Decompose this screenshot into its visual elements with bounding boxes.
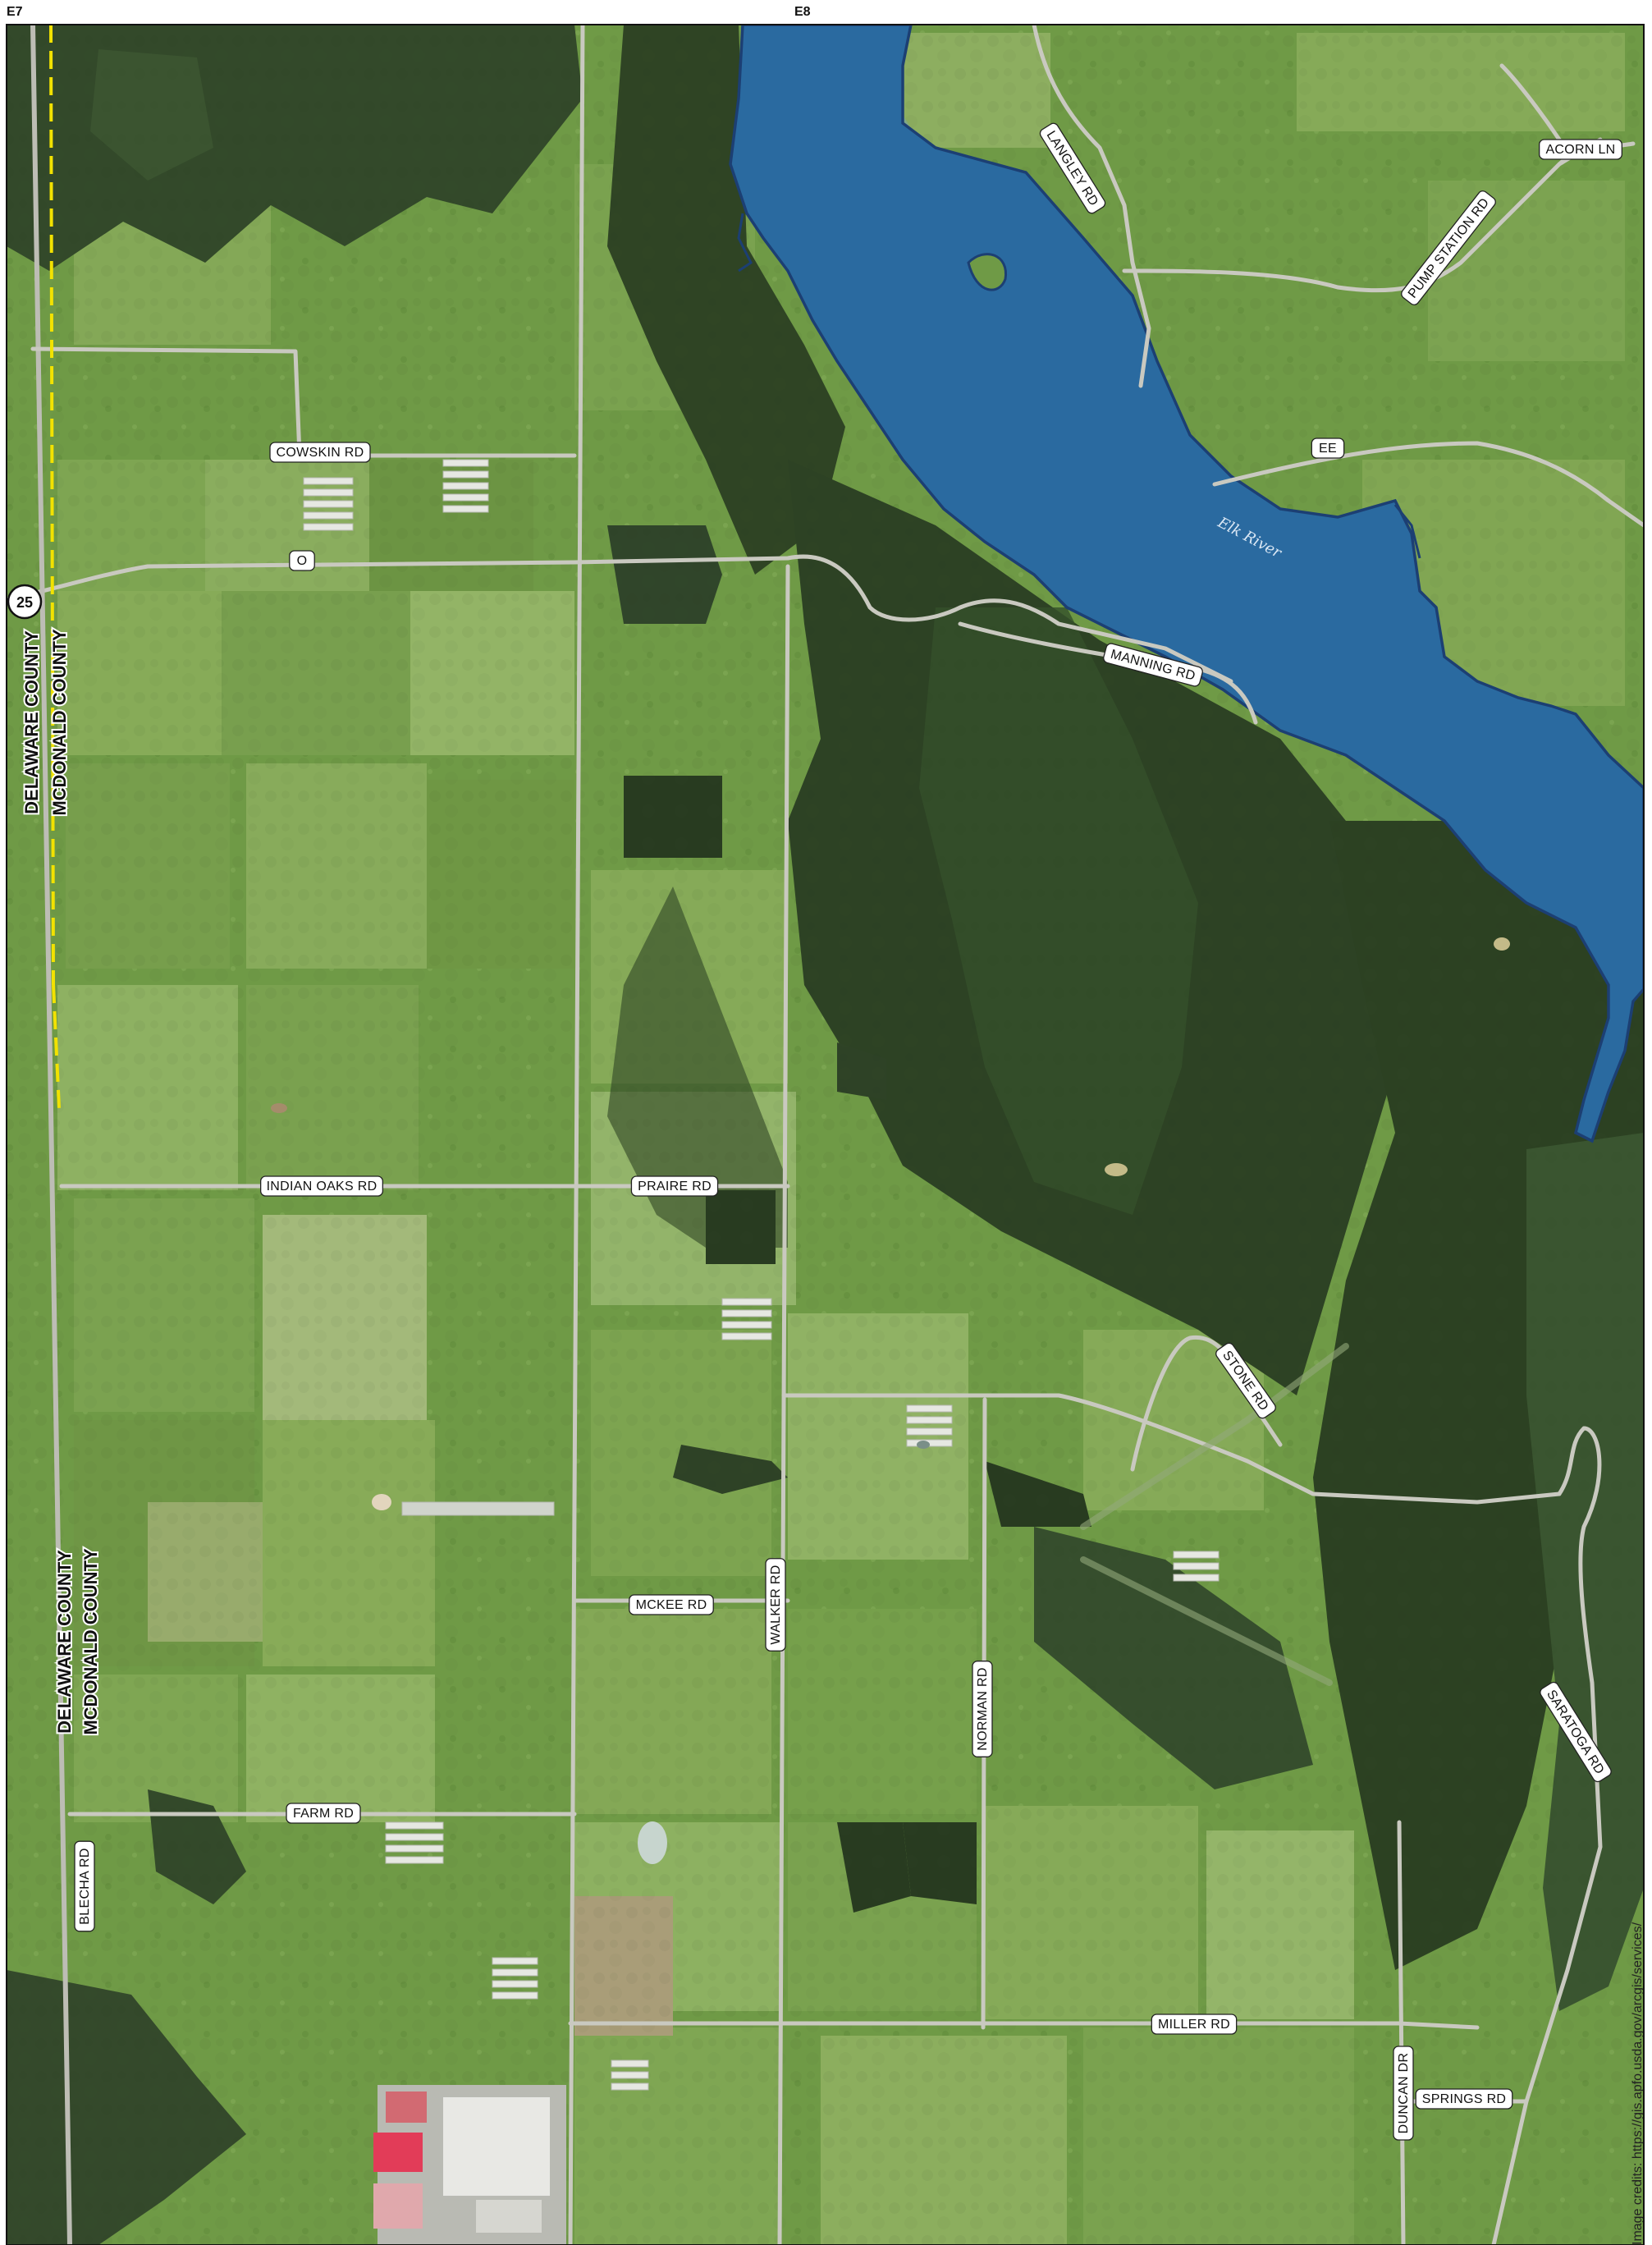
county-labels-lower: DELAWARE COUNTY MCDONALD COUNTY (53, 1546, 103, 1737)
svg-text:MILLER RD: MILLER RD (1158, 2018, 1230, 2032)
road-label-farm: FARM RD (286, 1803, 361, 1824)
county-line-south (52, 984, 61, 1109)
road-label-mckee: MCKEE RD (629, 1594, 714, 1615)
map-border (6, 24, 1645, 2245)
road-walker (777, 564, 790, 2245)
county-label-mcdonald-lower: MCDONALD COUNTY (80, 1548, 101, 1735)
road-label-duncan: DUNCAN DR (1393, 2046, 1414, 2141)
road-label-blecha: BLECHA RD (74, 1840, 95, 1932)
roads (7, 25, 1644, 2245)
road-ne (1499, 63, 1562, 142)
svg-text:FARM RD: FARM RD (293, 1807, 354, 1821)
power-line-corridor (1080, 1343, 1349, 1530)
svg-text:INDIAN OAKS RD: INDIAN OAKS RD (267, 1180, 378, 1194)
road-label-norman: NORMAN RD (972, 1661, 993, 1757)
road-label-praire: PRAIRE RD (630, 1175, 719, 1197)
road-pump-station (1122, 137, 1603, 293)
county-label-delaware-lower: DELAWARE COUNTY (54, 1550, 75, 1734)
road-duncan (1397, 1820, 1406, 2245)
road-label-ee: EE (1311, 438, 1345, 459)
road-county-east (781, 1393, 1562, 1505)
county-line-north (49, 25, 55, 986)
road-state-25 (30, 25, 72, 2245)
svg-text:SPRINGS RD: SPRINGS RD (1422, 2092, 1507, 2106)
road-label-acorn: ACORN LN (1539, 139, 1622, 160)
road-label-walker: WALKER RD (765, 1558, 786, 1652)
road-cowskin-west (30, 346, 302, 458)
svg-text:DUNCAN DR: DUNCAN DR (1397, 2053, 1411, 2134)
flood-zone: Elk River (729, 25, 1644, 1143)
road-label-springs: SPRINGS RD (1415, 2088, 1513, 2110)
image-credit: Image credits: https://gis.apfo.usda.gov… (1631, 1922, 1645, 2245)
road-label-indian-oaks: INDIAN OAKS RD (260, 1175, 383, 1197)
svg-text:PRAIRE RD: PRAIRE RD (638, 1180, 712, 1194)
svg-text:WALKER RD: WALKER RD (769, 1565, 783, 1644)
road-ee (1212, 441, 1644, 528)
road-label-miller: MILLER RD (1151, 2014, 1238, 2035)
svg-text:O: O (297, 554, 308, 568)
farm-structures (303, 459, 1220, 2091)
road-label-o: O (289, 550, 315, 571)
road-langley (1032, 25, 1151, 388)
route-25-shield[interactable]: 25 (7, 584, 43, 620)
road-north-south (568, 25, 585, 2245)
industrial-plant (373, 2085, 566, 2245)
ponds (271, 937, 1510, 1864)
grid-label-left: E7 (7, 5, 23, 19)
county-label-delaware-upper: DELAWARE COUNTY (21, 630, 42, 814)
svg-text:EE: EE (1319, 442, 1337, 456)
road-label-cowskin: COWSKIN RD (269, 442, 371, 463)
county-label-mcdonald-upper: MCDONALD COUNTY (49, 629, 70, 816)
road-miller (568, 2021, 1480, 2030)
svg-text:MCKEE RD: MCKEE RD (636, 1598, 707, 1612)
road-o (7, 554, 1233, 684)
route-shield-number: 25 (16, 594, 33, 611)
svg-text:BLECHA RD: BLECHA RD (78, 1848, 92, 1924)
road-saratoga (1491, 1426, 1603, 2245)
svg-text:NORMAN RD: NORMAN RD (976, 1667, 990, 1750)
county-labels-upper: DELAWARE COUNTY MCDONALD COUNTY (20, 627, 71, 818)
svg-text:COWSKIN RD: COWSKIN RD (277, 446, 364, 460)
grid-label-center: E8 (794, 5, 811, 19)
svg-text:ACORN LN: ACORN LN (1545, 143, 1615, 157)
